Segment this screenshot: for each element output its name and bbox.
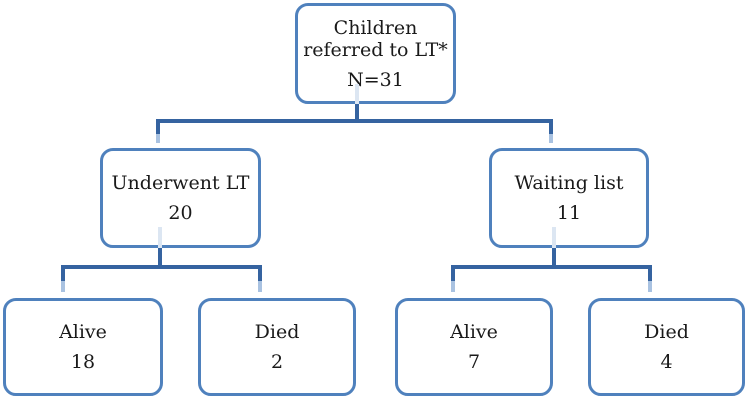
node-label: Children referred to LT* bbox=[303, 17, 448, 61]
node-label: Died bbox=[644, 321, 689, 344]
node-waiting-list: Waiting list 11 bbox=[489, 148, 649, 248]
node-value: 11 bbox=[556, 202, 582, 225]
node-value: 7 bbox=[467, 351, 481, 374]
node-value: N=31 bbox=[347, 68, 404, 91]
node-wl-alive: Alive 7 bbox=[395, 298, 553, 396]
node-value: 18 bbox=[70, 351, 96, 374]
connector-root-rail bbox=[156, 119, 553, 134]
node-value: 20 bbox=[168, 202, 193, 225]
node-label-line: Children bbox=[333, 16, 418, 39]
node-label: Alive bbox=[59, 321, 107, 344]
node-underwent-lt: Underwent LT 20 bbox=[100, 148, 261, 248]
node-label: Underwent LT bbox=[111, 172, 250, 195]
node-label: Alive bbox=[450, 321, 498, 344]
connector-wl-rail bbox=[451, 265, 652, 281]
node-children-referred: Children referred to LT* N=31 bbox=[295, 3, 456, 104]
node-wl-died: Died 4 bbox=[588, 298, 745, 396]
node-label: Waiting list bbox=[514, 172, 624, 195]
node-value: 2 bbox=[270, 351, 284, 374]
node-label: Died bbox=[254, 321, 300, 344]
connector-lt-rail bbox=[61, 265, 262, 281]
node-value: 4 bbox=[660, 351, 673, 374]
node-label-line: referred to LT* bbox=[303, 38, 448, 61]
node-lt-alive: Alive 18 bbox=[3, 298, 163, 396]
node-lt-died: Died 2 bbox=[198, 298, 356, 396]
